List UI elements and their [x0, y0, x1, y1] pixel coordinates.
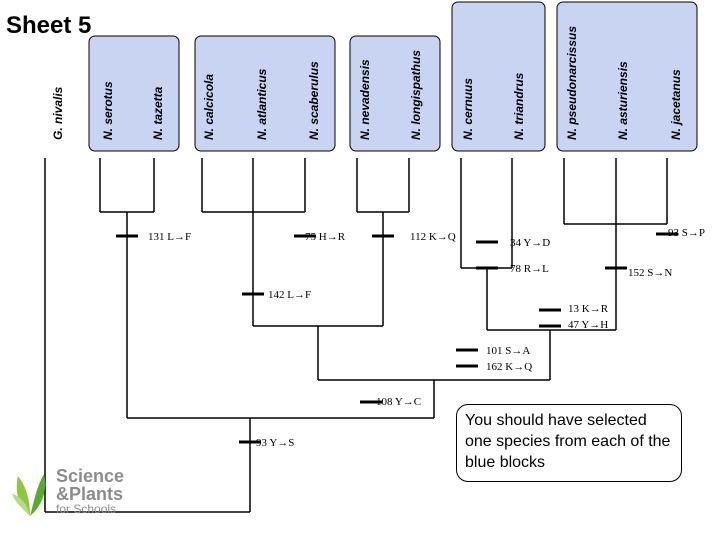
taxon-label-n-atlanticus: N. atlanticus	[255, 68, 269, 140]
taxon-label-n-scaberulus: N. scaberulus	[307, 61, 321, 140]
mutation-label-142: 142 L→F	[268, 289, 311, 301]
taxon-label-n-jacetanus: N. jacetanus	[669, 69, 683, 140]
mutation-label-108: 108 Y→C	[376, 396, 421, 408]
taxon-blocks	[88, 1, 698, 152]
taxon-label-n-cernuus: N. cernuus	[461, 78, 475, 140]
taxon-label-n-triandrus: N. triandrus	[512, 72, 526, 140]
mutation-label-131: 131 L→F	[148, 231, 191, 243]
instruction-note: You should have selected one species fro…	[456, 404, 682, 482]
logo-line-1: Science	[56, 466, 125, 486]
blue-block-3	[349, 35, 441, 152]
blue-block-5	[556, 1, 698, 152]
taxon-label-n-asturiensis: N. asturiensis	[616, 61, 630, 140]
taxon-label-n-tazetta: N. tazetta	[151, 86, 165, 140]
mutation-label-47: 47 Y→H	[568, 319, 608, 331]
mutation-label-162: 162 K→Q	[486, 361, 532, 373]
blue-block-1	[88, 35, 180, 152]
mutation-label-13: 13 K→R	[568, 303, 609, 315]
mutation-label-101: 101 S→A	[486, 345, 530, 357]
taxon-label-n-longispathus: N. longispathus	[409, 50, 423, 140]
logo-line-2: &Plants	[56, 484, 124, 504]
mutation-label-93ys: 93 Y→S	[256, 437, 294, 449]
taxon-label-n-nevadensis: N. nevadensis	[358, 59, 372, 140]
mutation-label-78: 78 R→L	[510, 263, 549, 275]
science-plants-logo: Science &Plants for Schools	[10, 466, 150, 518]
taxon-label-n-serotus: N. serotus	[101, 81, 115, 140]
blue-block-4	[451, 1, 546, 152]
mutation-label-112: 112 K→Q	[410, 231, 456, 243]
mutation-label-93sp: 93 S→P	[668, 227, 705, 239]
mutation-labels: 131 L→F 75 H→R 112 K→Q 34 Y→D 93 S→P 78 …	[148, 227, 705, 449]
taxon-label-n-calcicola: N. calcicola	[202, 74, 216, 140]
mutation-label-152: 152 S→N	[628, 267, 672, 279]
taxon-label-n-pseudonarcissus: N. pseudonarcissus	[565, 26, 579, 140]
mutation-ticks	[116, 232, 678, 444]
mutation-label-34: 34 Y→D	[510, 237, 550, 249]
tree-branches	[44, 158, 668, 513]
taxon-label-g-nivalis: G. nivalis	[51, 86, 65, 140]
blue-block-2	[194, 35, 336, 152]
mutation-label-75: 75 H→R	[305, 231, 346, 243]
taxon-labels: G. nivalis N. serotus N. tazetta N. calc…	[51, 26, 683, 140]
logo-line-3: for Schools	[56, 502, 117, 516]
sheet-title: Sheet 5	[6, 12, 92, 39]
leaf-icon	[12, 474, 46, 516]
